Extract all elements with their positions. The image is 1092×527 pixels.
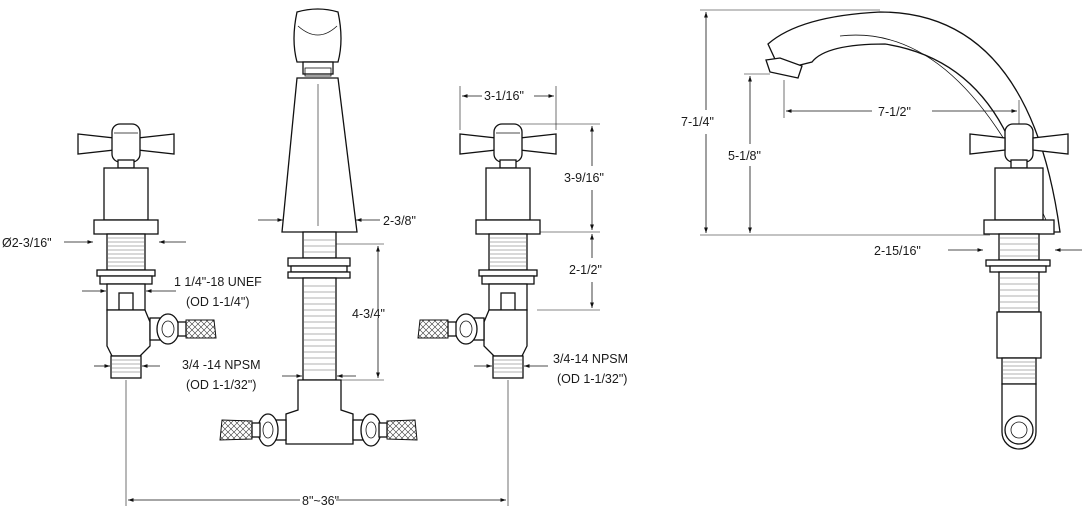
left-valve-body: [103, 167, 149, 221]
side-base: [983, 219, 1055, 235]
left-handle-arm-right: [137, 133, 175, 155]
side-view-faucet: [765, 11, 1069, 450]
center-spout: [219, 8, 418, 447]
right-supply-hose: [417, 319, 449, 339]
label-handle-height: 3-9/16": [564, 171, 604, 185]
left-side-nut: [156, 313, 180, 345]
label-valve-thread-2: (OD 1-1/4"): [186, 295, 249, 309]
spout-shank-top: [302, 231, 337, 259]
spout-body: [281, 77, 358, 233]
left-valve-shank: [106, 233, 146, 271]
label-left-inlet-2: (OD 1-1/32"): [186, 378, 256, 392]
left-inlet: [110, 355, 142, 379]
label-valve-shank: 2-1/2": [569, 263, 602, 277]
label-side-base: 2-15/16": [874, 244, 921, 258]
right-tee: [483, 309, 528, 357]
label-valve-thread-1: 1 1/4"-18 UNEF: [174, 275, 262, 289]
side-aerator: [765, 57, 803, 79]
label-left-inlet-1: 3/4 -14 NPSM: [182, 358, 261, 372]
spout-head: [293, 8, 342, 63]
right-valve-body: [485, 167, 531, 221]
left-tee: [106, 309, 151, 357]
label-spout-clearance: 5-1/8": [728, 149, 761, 163]
spout-right-hose: [386, 419, 418, 441]
left-handle-hub: [111, 123, 141, 163]
label-spread: 8"~36": [302, 494, 339, 508]
label-right-inlet-2: (OD 1-1/32"): [557, 372, 627, 386]
label-spout-diameter: 2-3/8": [383, 214, 416, 228]
dimension-labels: Ø2-3/16" 1 1/4"-18 UNEF (OD 1-1/4") 3/4 …: [2, 89, 921, 508]
label-right-inlet-1: 3/4-14 NPSM: [553, 352, 628, 366]
label-base-diameter: Ø2-3/16": [2, 236, 52, 250]
spout-shank: [302, 277, 337, 381]
left-supply-hose: [185, 319, 217, 339]
label-spout-reach: 7-1/2": [878, 105, 911, 119]
dimension-lines: [64, 9, 1082, 506]
side-valve-lower: [996, 311, 1042, 359]
label-spout-shank: 4-3/4": [352, 307, 385, 321]
left-valve-flange: [93, 219, 159, 235]
left-handle-arm-left: [77, 133, 115, 155]
label-overall-height: 7-1/4": [681, 115, 714, 129]
spout-tee: [285, 379, 354, 445]
spout-left-hose: [219, 419, 253, 441]
side-handle-hub: [1004, 123, 1034, 163]
right-handle-valve: [417, 123, 557, 379]
left-handle-valve: [77, 123, 217, 379]
side-spout-arc: [767, 11, 1061, 233]
label-handle-width: 3-1/16": [484, 89, 524, 103]
